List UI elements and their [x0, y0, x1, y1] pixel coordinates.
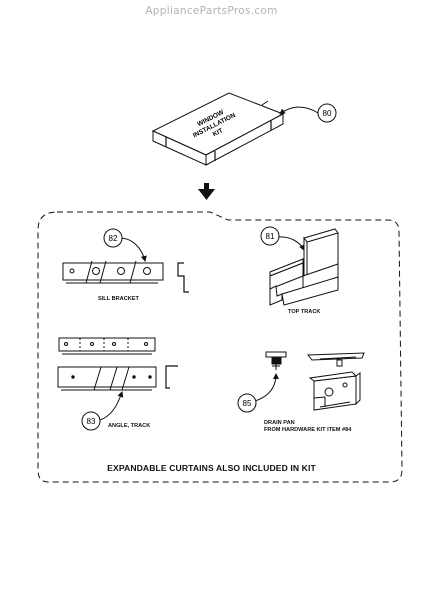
- drain-pan-label-line2: FROM HARDWARE KIT ITEM #84: [264, 427, 352, 433]
- drain-pan-cover: [306, 352, 365, 367]
- down-arrow-icon: [198, 183, 215, 200]
- sill-bracket-profile: [177, 262, 189, 293]
- angle-track-part: [57, 366, 157, 391]
- sill-bracket-label: SILL BRACKET: [98, 296, 139, 302]
- callout-82-circle: [103, 228, 123, 248]
- callout-85-circle: [237, 393, 257, 413]
- drain-pan-label-line1: DRAIN PAN: [264, 420, 295, 426]
- callout-80-leader: [279, 106, 319, 115]
- callout-80-number: 80: [323, 109, 332, 118]
- callout-83-circle: [81, 411, 101, 431]
- sill-bracket-part: [62, 260, 164, 284]
- callout-81-circle: [260, 226, 280, 246]
- callout-80-circle: [317, 103, 337, 123]
- callout-85-leader: [254, 373, 279, 402]
- callout-82-leader: [119, 237, 147, 262]
- installation-kit-box: [151, 92, 285, 166]
- callout-83-number: 83: [87, 417, 96, 426]
- drain-pan-part: [308, 371, 361, 411]
- angle-track-strip: [58, 337, 156, 355]
- top-track-label: TOP TRACK: [288, 309, 321, 315]
- callout-85-number: 85: [243, 399, 252, 408]
- callout-81-leader: [277, 236, 305, 251]
- callout-83-leader: [99, 391, 124, 421]
- drain-pan-screw: [265, 351, 287, 370]
- footer-note: EXPANDABLE CURTAINS ALSO INCLUDED IN KIT: [107, 463, 316, 473]
- angle-track-profile: [165, 365, 178, 389]
- top-track-part: [269, 228, 339, 306]
- callout-81-number: 81: [266, 232, 275, 241]
- angle-track-label: ANGLE, TRACK: [108, 423, 151, 429]
- watermark: AppliancePartsPros.com: [145, 5, 278, 17]
- kit-contents-boundary: [37, 211, 403, 483]
- kit-label-line3: KIT: [212, 127, 225, 138]
- callout-82-number: 82: [109, 234, 118, 243]
